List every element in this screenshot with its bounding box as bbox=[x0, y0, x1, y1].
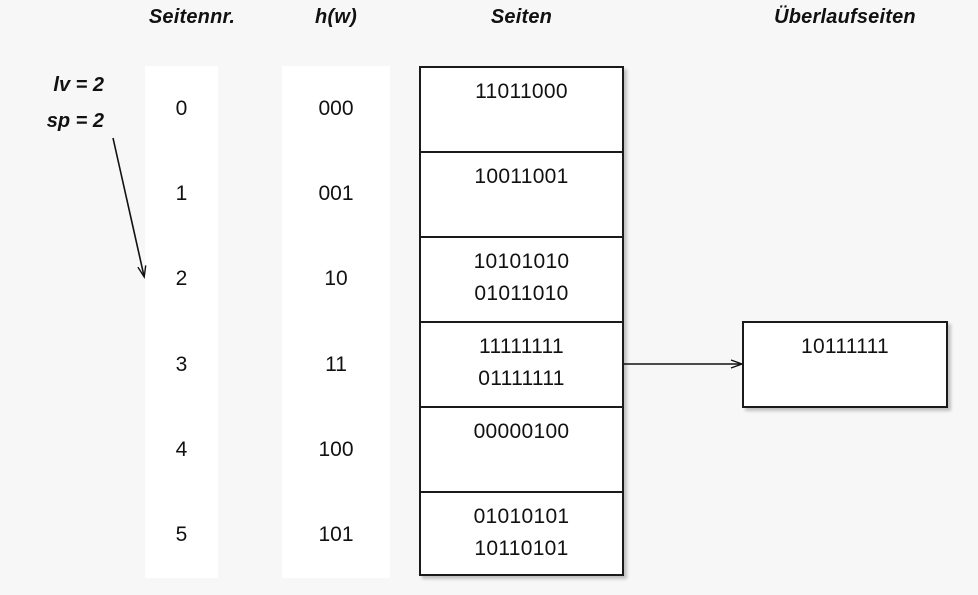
seiten-row: 11011000 bbox=[421, 68, 622, 153]
column-header-hw: h(w) bbox=[315, 6, 357, 28]
label-sp: sp = 2 bbox=[46, 110, 104, 132]
column-seitennr: 0 1 2 3 4 5 bbox=[145, 66, 218, 578]
column-hw: 000 001 10 11 100 101 bbox=[282, 66, 390, 578]
seiten-entry: 01010101 bbox=[473, 505, 570, 528]
hw-cell: 100 bbox=[318, 437, 354, 461]
seitennr-cell: 2 bbox=[175, 267, 188, 291]
overflow-page-entry: 10111111 bbox=[800, 335, 890, 358]
seiten-table: 11011000 10011001 10101010 01011010 1111… bbox=[419, 66, 624, 576]
column-header-ueberlaufseiten: Überlaufseiten bbox=[774, 6, 916, 28]
seiten-row: 10101010 01011010 bbox=[421, 238, 622, 323]
seiten-row: 10011001 bbox=[421, 153, 622, 238]
seiten-entry: 11011000 bbox=[475, 80, 568, 103]
label-lv: lv = 2 bbox=[53, 74, 104, 96]
hw-cell: 001 bbox=[318, 181, 354, 205]
seiten-row: 01010101 10110101 bbox=[421, 493, 622, 574]
hw-cell: 11 bbox=[325, 352, 347, 376]
hw-cell: 10 bbox=[324, 267, 348, 291]
seiten-entry: 10101010 bbox=[473, 250, 570, 273]
overflow-page-box: 10111111 bbox=[742, 321, 948, 408]
hw-cell: 000 bbox=[318, 96, 354, 120]
seitennr-cell: 1 bbox=[175, 181, 188, 205]
seitennr-cell: 5 bbox=[175, 523, 188, 547]
seiten-entry: 00000100 bbox=[473, 420, 570, 443]
seiten-entry: 10110101 bbox=[474, 537, 569, 560]
seitennr-cell: 4 bbox=[175, 437, 188, 461]
seiten-row: 00000100 bbox=[421, 408, 622, 493]
seiten-entry: 01111111 bbox=[478, 367, 565, 390]
seiten-entry: 11111111 bbox=[479, 335, 564, 358]
hw-cell: 101 bbox=[318, 523, 354, 547]
split-pointer-arrow-icon bbox=[112, 137, 144, 276]
seiten-entry: 10011001 bbox=[474, 165, 569, 188]
column-header-seitennr: Seitennr. bbox=[148, 6, 236, 28]
seitennr-cell: 0 bbox=[175, 96, 188, 120]
seiten-entry: 01011010 bbox=[474, 282, 569, 305]
seiten-row: 11111111 01111111 bbox=[421, 323, 622, 408]
seitennr-cell: 3 bbox=[175, 352, 188, 376]
column-header-seiten: Seiten bbox=[490, 6, 553, 28]
